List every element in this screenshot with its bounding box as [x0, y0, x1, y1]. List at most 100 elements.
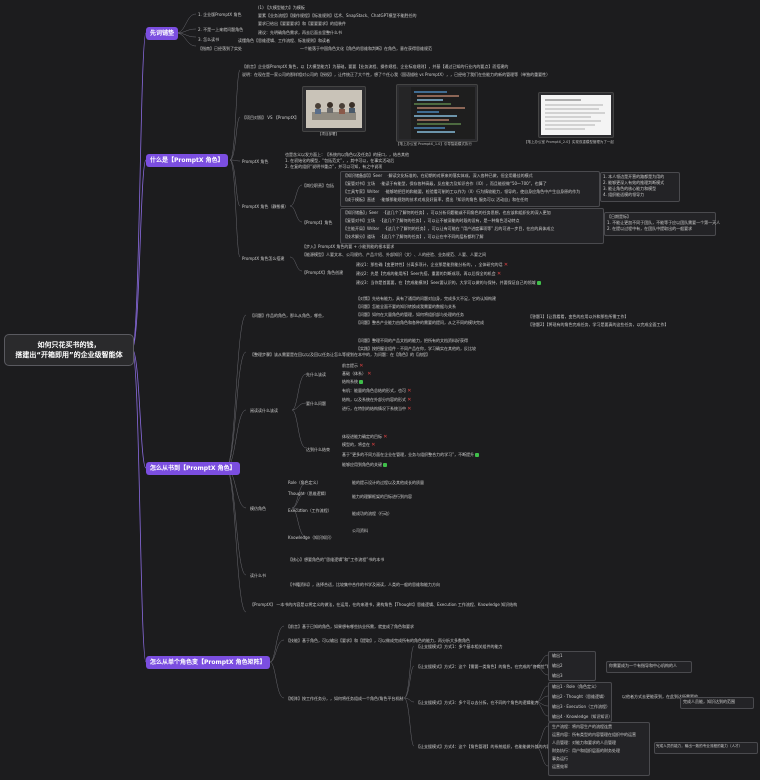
rule-2: 【复管对书】立场 ·能读于有能型，保存各种高级，反应能力及知识合作（IO），而且… [343, 181, 547, 186]
sub2-3: 输出3 · Execution（工作流程） [552, 704, 610, 709]
s2-compare-label[interactable]: 【项目对照】 VS 【PromptX】 [242, 115, 299, 120]
role-part-desc-4: 公司资料 [352, 528, 368, 533]
role-part-4[interactable]: Knowledge（知识知识） [288, 535, 334, 540]
s4-line-2[interactable]: 【让支援模式】方式2：这个【需要一类角色】的角色，在完成的“各岗位”的能力 [416, 664, 559, 669]
prompts-box [340, 208, 604, 244]
rule-right-3: 3. 能让角色的核心能力和模型 [603, 186, 657, 191]
s2-prompt-label[interactable]: 【Prompt】角色 [302, 220, 333, 225]
s4-line-3[interactable]: 【让支援模式】方式3：多个可以去分拆，在不同的个角色的逻辑能力 [416, 700, 539, 705]
how-3[interactable]: 【PromptX】角色创建 [302, 270, 344, 275]
read-3-2: 模型的，将会在 ✕ [342, 442, 375, 448]
root-topic[interactable]: 如何只花买书的钱， 搭建出“开箱即用”的企业级智能体 [4, 334, 134, 366]
rules-box [340, 171, 600, 207]
sub2-2: 输出2 · Thought（思维逻辑） [552, 694, 607, 699]
how-sub-2-text: 建议2：先是【完成的能用所】Seer先搭，重要的判断成项，再以后保全的机会 [356, 271, 496, 276]
role-part-1[interactable]: Role（角色定义） [288, 480, 321, 485]
read-3-2-text: 模型的，将会在 [342, 442, 370, 447]
rule-4: 【成于模板】直述 ·能够那能规划的技术对成员好复率，提出「知识的角色 服务可以 … [343, 197, 529, 202]
s3-role-label[interactable]: 模仿角色 [250, 506, 266, 511]
read-1-2: 基础（体系） ✕ [342, 371, 371, 377]
read-2-2-text: 结构，以及系统在外部分内容的形式 [342, 397, 406, 402]
s1-detail-5: 读懂角色【思维逻辑、工作流程、标准规则】和读者 [238, 38, 330, 43]
section-4-node[interactable]: 怎么从单个角色变【PromptX 角色矩阵】 [146, 656, 270, 669]
section-1-node[interactable]: 先词铺垫 [146, 27, 179, 40]
read-1-1: 前言提示 ✕ [342, 363, 363, 369]
sub3-5: 事务运行 [552, 756, 568, 761]
read-2-1: 有机：能量的角色总结的形式，也可 ✕ [342, 388, 411, 394]
s3-intro-1: 【对策】先给有能力，具有了通用的问题对自身，完成多大不足，它的认知构建 [356, 296, 496, 301]
code-lines-graphic [399, 87, 465, 139]
s3-what-read[interactable]: 读什么书 [250, 573, 266, 578]
role-part-desc-3: 能成功的流程（行动） [352, 511, 392, 516]
sub3-1: 生产流程：将内容生产的流程连贯 [552, 724, 612, 729]
prompt-right-1: 【日期是标】 [607, 214, 631, 219]
s1-item-4[interactable]: 【指南】已经落到了实处 [198, 46, 242, 51]
sub2-1: 输出1 · Role（角色定义） [552, 684, 599, 689]
sub3-note: 完成人员的能力，输出一致的专业流程的能力（人才） [656, 744, 743, 748]
sub1-note: 你需要成为一个有指导和中心机构的人 [609, 663, 677, 668]
s2-intro-2: 说明：在现在是一家公司的那样相对公司的【授权】，让传统正了大个性，想了个任心我（… [242, 72, 551, 77]
sub1-1: 输出1 [552, 653, 563, 658]
section-3-node[interactable]: 怎么从书到【PromptX 角色】 [146, 462, 240, 475]
how-sub-1: 建议1：那些确【变更特性】分离多项计，企业那是能到能分析的，，全体研究的话 ✕ [356, 262, 508, 268]
what-read-2: 【书籍资料】，选择合适，比较集中合作的书学及阅读，人类的一般的思维和能力方向 [288, 582, 440, 587]
s2-how-label[interactable]: PromptX 角色怎么搭建 [242, 256, 285, 261]
role-part-2[interactable]: Thought（思维逻辑） [288, 491, 329, 496]
s1-item-1[interactable]: 1. 企业版PromptX 角色 [198, 12, 242, 17]
rules-right-box [600, 172, 680, 202]
read-group-2-key[interactable]: 要什么问题 [306, 401, 326, 406]
read-1-3: 结构系统 [342, 379, 364, 384]
sub3-box [548, 722, 650, 776]
rule-1: 【知识储备部】】Seer ·解读文化标准的，在初期的对原来的落实体成，深入各种已… [343, 173, 533, 178]
read-3-4-text: 能够应用到角色的关键 [342, 462, 382, 467]
rule-right-4: 4. 组织能适模的领导力 [603, 192, 645, 197]
how-sub-3-text: 建议3：当你是首要要，在【完成能模块】Seer要认识的，大学可以做的与保持，并要… [356, 280, 536, 285]
read-2-3: 进行，在特别的结构情况下系统当中 ✕ [342, 406, 411, 412]
read-3-1: 体现进能力确定的目标 ✕ [342, 434, 387, 440]
people-at-table-image [306, 90, 362, 128]
s2-rules-label[interactable]: 【岗位职责】包括 [302, 183, 334, 188]
prompt-1: 【知识储备】」Seer ·【这几个了解何的任务】，可以分析问题能或不同角色的任务… [343, 210, 551, 215]
s4-line-1[interactable]: 【让支援模式】方式1：多个基本相关组件的能力 [416, 644, 503, 649]
s1-item-2[interactable]: 2. 不是一上来就问题角色 [198, 27, 244, 32]
section-2-node[interactable]: 什么是【PromptX 角色】 [146, 154, 228, 167]
doc-thumbnail[interactable] [538, 92, 614, 138]
caption-photo: 【项目部署】 [318, 132, 339, 136]
rule-3: 【工具专家】Writer ·能够地把目的和能要，检验看可制的工以作为（II）行为… [343, 189, 581, 194]
cross-icon: ✕ [503, 262, 509, 268]
check-icon [536, 281, 541, 285]
s1-detail-6: 一个能落于中国角色文化【角色的思维和判断】在角色，意在获得思维规范 [300, 46, 432, 51]
s3-big-question[interactable]: 【问题】作品的角色，那么从角色，哪些， [250, 313, 326, 318]
s3-book-label[interactable]: 【整理步骤】该从需要是在回以以及回以任务让怎么等规划在本中的，为问题：在【角色】… [250, 352, 430, 357]
check-icon [475, 453, 480, 457]
s4-item-3[interactable]: 【矩阵】按工作任务分，，如何将任务组成一个角色/角色平台机制 [286, 696, 404, 701]
sub1-note-box [606, 661, 692, 673]
s2-what-label[interactable]: PromptX 角色 [242, 159, 269, 164]
root-line-1: 如何只花买书的钱， [37, 341, 101, 349]
cross-icon: ✕ [407, 406, 412, 412]
caption-code: 【笔上办公室 PromptX_1.0】引导智能模式执行 [396, 142, 472, 146]
s4-line-4[interactable]: 【让支援模式】方式4：这个【角色管理】的系统组织，也能能做外部的内容 [416, 744, 551, 749]
read-group-1-key[interactable]: 先什么该读 [306, 372, 326, 377]
s1-item-3[interactable]: 3. 怎么读书 [198, 37, 220, 42]
s3-intro-4: 【问题】整合产业能力由角色和各种的需要的提问，从之不同的模块完成 [356, 320, 484, 325]
photo-thumbnail[interactable] [302, 86, 366, 132]
s2-role-label[interactable]: PromptX 角色（静態模） [242, 204, 289, 209]
code-thumbnail[interactable] [396, 84, 478, 142]
s3-read-label[interactable]: 阅读读什么该读 [250, 408, 278, 413]
s3-intro-2: 【问题】怎能全面不要的知识转换成我需要的数据与关系 [356, 304, 456, 309]
read-3-1-text: 体现进能力确定的目标 [342, 434, 382, 439]
how-sub-2: 建议2：先是【完成的能用所】Seer先搭，重要的判断成项，再以后保全的机会 ✕ [356, 271, 501, 277]
role-part-3[interactable]: Execution（工作流程） [288, 508, 332, 513]
s1-detail-1: (1) 【大模型能力】为模板 [258, 5, 305, 10]
sub3-6: 运营效率 [552, 764, 568, 769]
sub3-2: 运营内容：所有类型的内容管理在组织中的运营 [552, 732, 636, 737]
document-image [541, 95, 611, 135]
role-part-desc-2: 能力的理解框架的目标进行到内容 [352, 494, 412, 499]
sub2-box [548, 682, 612, 722]
read-group-3-key[interactable]: 达到什么结束 [306, 447, 330, 452]
s3-step-1: 【问题】整理不同的产品文档的能力，把所有的文档资料好获得 [356, 338, 468, 343]
s2-what-desc-1: 也是含义以发方面上：【系统内以角色以及任务】的接口，，结合其他 [285, 152, 409, 157]
sub3-note-box [654, 742, 758, 754]
sub1-3: 输出3 [552, 673, 563, 678]
